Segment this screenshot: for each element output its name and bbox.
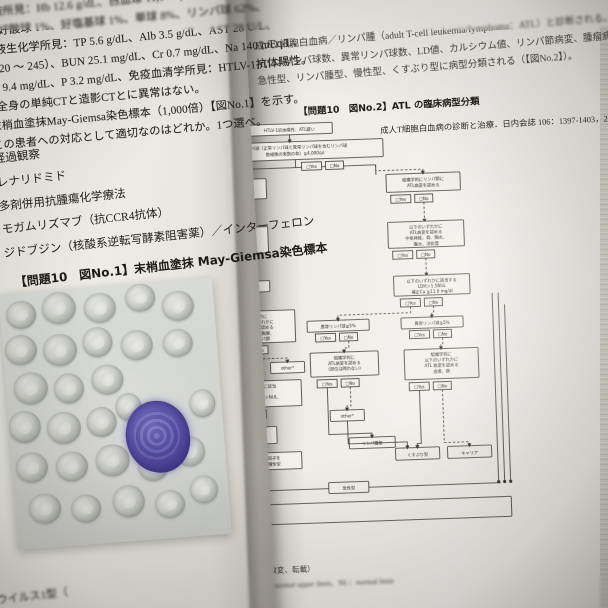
svg-text:other*: other* — [341, 413, 354, 418]
red-blood-cell — [111, 484, 146, 519]
svg-text:□No: □No — [437, 383, 447, 388]
svg-text:以下のいずれかに: 以下のいずれかに — [409, 223, 443, 231]
svg-text:補正Ca ≧11.0 mg/dl: 補正Ca ≧11.0 mg/dl — [411, 287, 453, 295]
red-blood-cell — [119, 328, 154, 362]
svg-text:組織学的にリンパ節に: 組織学的にリンパ節に — [402, 175, 444, 183]
svg-text:皮膚、肺: 皮膚、肺 — [433, 367, 450, 375]
svg-text:急性型: 急性型 — [342, 484, 355, 491]
red-blood-cell — [41, 332, 79, 368]
peripheral-blood-smear-photo — [0, 278, 232, 550]
svg-text:以下のいずれかに: 以下のいずれかに — [425, 356, 459, 364]
red-blood-cell — [124, 282, 157, 313]
red-blood-cell — [70, 493, 103, 524]
svg-text:中枢神経、骨、胸水、: 中枢神経、骨、胸水、 — [405, 234, 447, 242]
svg-text:組織学的に: 組織学的に — [334, 354, 355, 362]
svg-text:以下のいずれかに該当する: 以下のいずれかに該当する — [406, 276, 456, 285]
svg-text:（部位は問わない）: （部位は問わない） — [326, 365, 364, 373]
red-blood-cell — [161, 327, 194, 359]
svg-text:ATL病変を認める: ATL病変を認める — [410, 228, 443, 236]
svg-text:ATL 病変を認める: ATL 病変を認める — [425, 361, 459, 369]
red-blood-cell — [27, 492, 63, 525]
svg-text:くすぶり型: くすぶり型 — [407, 451, 428, 459]
svg-text:□No: □No — [330, 163, 340, 168]
svg-text:□Yes: □Yes — [320, 335, 331, 340]
svg-text:□Yes: □Yes — [397, 253, 408, 258]
svg-text:□Yes: □Yes — [322, 381, 333, 386]
red-blood-cell — [52, 372, 86, 405]
svg-text:数細胞の実数の和）≧4,000/μl: 数細胞の実数の和）≧4,000/μl — [266, 149, 325, 158]
red-blood-cell — [40, 290, 77, 326]
svg-text:キャリア: キャリア — [461, 450, 478, 457]
red-blood-cell — [154, 488, 187, 520]
svg-text:異常リンパ球≧5%: 異常リンパ球≧5% — [414, 319, 450, 327]
svg-text:□No: □No — [428, 299, 438, 304]
svg-text:□Yes: □Yes — [414, 384, 425, 389]
smear-background — [0, 278, 232, 550]
red-blood-cell — [189, 474, 220, 505]
svg-text:異常リンパ球≧5%: 異常リンパ球≧5% — [320, 322, 356, 330]
svg-text:HTLV-1抗体陽性、ATL疑い: HTLV-1抗体陽性、ATL疑い — [264, 125, 315, 134]
red-blood-cell — [3, 333, 38, 367]
svg-text:腹水、消化管: 腹水、消化管 — [414, 239, 439, 247]
svg-text:□Yes: □Yes — [306, 164, 317, 169]
red-blood-cell — [81, 326, 114, 359]
svg-text:□No: □No — [419, 196, 429, 201]
svg-text:□No: □No — [345, 380, 355, 385]
svg-text:other*: other* — [281, 365, 294, 370]
svg-text:□Yes: □Yes — [414, 332, 425, 337]
red-blood-cell — [12, 371, 49, 406]
svg-text:LDH＞1.5NUL: LDH＞1.5NUL — [418, 283, 447, 289]
red-blood-cell — [82, 291, 117, 325]
red-blood-cell — [5, 299, 38, 331]
red-blood-cell — [14, 451, 49, 484]
svg-text:ATL病変を認める: ATL病変を認める — [328, 359, 361, 367]
svg-text:□No: □No — [438, 331, 448, 336]
svg-text:□Yes: □Yes — [395, 197, 406, 202]
svg-text:□Yes: □Yes — [405, 300, 416, 305]
svg-text:組織学的に: 組織学的に — [431, 350, 452, 358]
svg-text:□No: □No — [344, 334, 354, 339]
svg-text:□No: □No — [421, 252, 431, 257]
svg-text:ATL病変を認める: ATL病変を認める — [407, 181, 440, 189]
red-blood-cell — [54, 450, 90, 483]
svg-text:リンパ球（正常リンパ球と異常リンパ球を含むリンパ球: リンパ球（正常リンパ球と異常リンパ球を含むリンパ球 — [242, 142, 348, 153]
red-blood-cell — [90, 363, 125, 396]
red-blood-cell — [45, 410, 83, 446]
red-blood-cell — [7, 409, 42, 445]
red-blood-cell — [160, 289, 195, 323]
